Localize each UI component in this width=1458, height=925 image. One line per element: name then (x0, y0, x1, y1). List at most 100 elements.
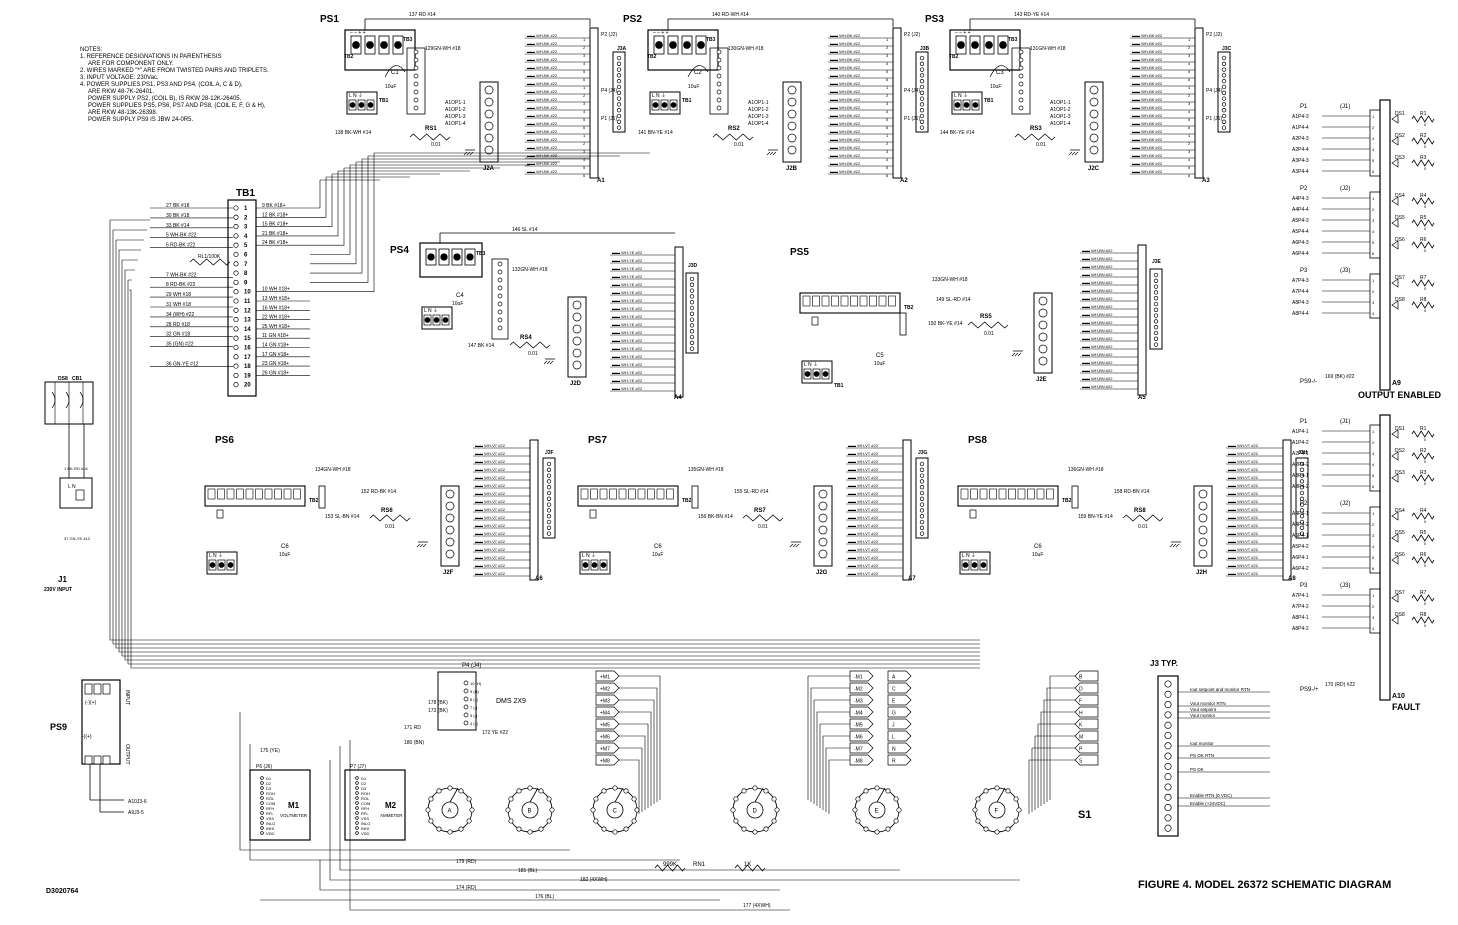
switch-contact (730, 807, 736, 813)
rn1-999k (654, 864, 686, 872)
ac-screw (652, 102, 659, 108)
indicator-signal: A1P4-2 (1292, 440, 1309, 446)
tb1-screw (233, 363, 239, 369)
selector-wire (1037, 723, 1075, 808)
meter-pin: ROH (266, 791, 275, 796)
sig-label: A1OP1-3 (445, 114, 466, 120)
tb2-label: TB2 (1062, 498, 1072, 504)
dsub-pin (689, 311, 695, 316)
shunt-wire-label: 153 SL-BN #14 (325, 514, 359, 520)
board-wire-label: ▬▬ WH-YE #22 (612, 370, 643, 375)
board-wire-label: ▬▬ WH-BK #22 (1132, 113, 1163, 118)
resistor-label: R7 (1420, 590, 1427, 596)
board-wire-label: ▬▬ WH-VT #22 (475, 451, 506, 456)
cb1-coil (65, 391, 70, 409)
resistor-value: 0 (1424, 204, 1427, 209)
board-edge (589, 27, 599, 179)
board-wire-label: ▬▬ WH-BK #22 (830, 65, 861, 70)
small-terminal (969, 509, 977, 519)
resistor-value: 0 (1424, 437, 1427, 442)
wire-tag (887, 742, 912, 754)
meter-pin-dot (260, 781, 264, 785)
board-wire-label: ▬▬ WH-VT #22 (1228, 475, 1259, 480)
supply-label: PS4 (390, 245, 409, 256)
j2-pin (484, 145, 494, 155)
ps-pin (413, 49, 419, 55)
ps-screw (352, 41, 360, 49)
resistor-value: 0 (1424, 308, 1427, 313)
tb1-screw (233, 214, 239, 220)
j3-label: J3A (617, 46, 627, 52)
cap-label: C6 (654, 544, 662, 550)
wire-tag (1074, 754, 1099, 766)
j2-label: J2D (570, 381, 582, 387)
dsub-pin (616, 119, 622, 124)
wire-tag (849, 730, 874, 742)
cb1-coil (79, 391, 84, 409)
board-wire-label: ▬▬ WH-BK #22 (830, 153, 861, 158)
tb1-term-number: 6 (244, 253, 248, 259)
board-wire-label: ▬▬ WH-VT #22 (848, 563, 879, 568)
tb1-screw (233, 242, 239, 248)
tb1-right-label: 25 WH #18+ (262, 324, 290, 330)
dsub-pin (1299, 473, 1305, 478)
indicator-group: P3 (1300, 268, 1308, 274)
board-wire-label: ▬▬ WH-YE #22 (612, 330, 643, 335)
tb1-right-label: 12 BK #18+ (262, 212, 288, 218)
rs-value: 0.01 (984, 331, 994, 337)
led-label: DS2 (1395, 448, 1405, 454)
ac-labels: L N ⏚ (652, 92, 666, 99)
switch-contact (885, 826, 891, 832)
wire-tag (595, 670, 620, 682)
strip-pin (1027, 488, 1035, 500)
j2-label: J2C (1088, 166, 1100, 172)
pin-number: 5 (1372, 555, 1375, 560)
j2-pin (1198, 501, 1208, 511)
j3-signal-label: Enable RTN (0 VDC) (1190, 793, 1232, 798)
dsub-pin (1299, 461, 1305, 467)
dsub-pin (1153, 278, 1159, 283)
switch-contact (612, 785, 618, 791)
pin-number: 6 (1188, 125, 1191, 130)
board-wire-label: ▬▬ WH-VT #22 (1228, 483, 1259, 488)
ps-pin (497, 277, 503, 283)
board-wire-label: ▬▬ WH-VT #22 (1228, 451, 1259, 456)
led-label: DS7 (1395, 275, 1405, 281)
led-resistor (1411, 430, 1435, 438)
dsub-pin (919, 90, 925, 95)
mid-wire-label: 149 SL-RD #14 (936, 297, 971, 303)
meter-pin: D1 (266, 776, 272, 781)
tb1-screw (233, 344, 239, 351)
dsub-pin (919, 55, 925, 61)
indicator-signal: A7P4-2 (1292, 604, 1309, 610)
board-wire-label: ▬▬ WH-BK #22 (527, 113, 558, 118)
j2-connector (1193, 485, 1213, 567)
j2-label: J2G (816, 570, 828, 576)
board-wire-label: ▬▬ WH-VT #22 (848, 475, 879, 480)
tb1-left-label: 5 WH-BK #22 (166, 233, 197, 239)
board-wire-label: ▬▬ WH-VT #22 (475, 467, 506, 472)
pin-number: 3 (1188, 53, 1191, 58)
ground-symbol (789, 541, 801, 548)
tb1-screw (233, 317, 239, 323)
j3-typical-pin (1164, 762, 1172, 770)
switch-contact (546, 818, 552, 824)
board-wire-label: ▬▬ WH-BK #22 (830, 89, 861, 94)
j2-pin (572, 300, 582, 310)
dsub-pin (1221, 67, 1227, 72)
pin-number: 2 (583, 45, 586, 50)
board-wire-label: ▬▬ WH-BK #22 (1132, 153, 1163, 158)
pin-number: 4 (1372, 462, 1375, 467)
j3-typical-pin (1164, 701, 1172, 709)
pin-number: 2 (1188, 93, 1191, 98)
wire-tag-label: S (1079, 759, 1083, 765)
bus-wire (127, 279, 980, 665)
j2-label: J2A (483, 166, 495, 172)
switch-contact (516, 788, 522, 794)
j3-label: J3G (918, 450, 928, 456)
switch-contact (546, 796, 552, 802)
indicator-signal: A3P4-3 (1292, 158, 1309, 164)
supply-label: PS1 (320, 14, 339, 25)
indicator-signal: A8P4-3 (1292, 300, 1309, 306)
